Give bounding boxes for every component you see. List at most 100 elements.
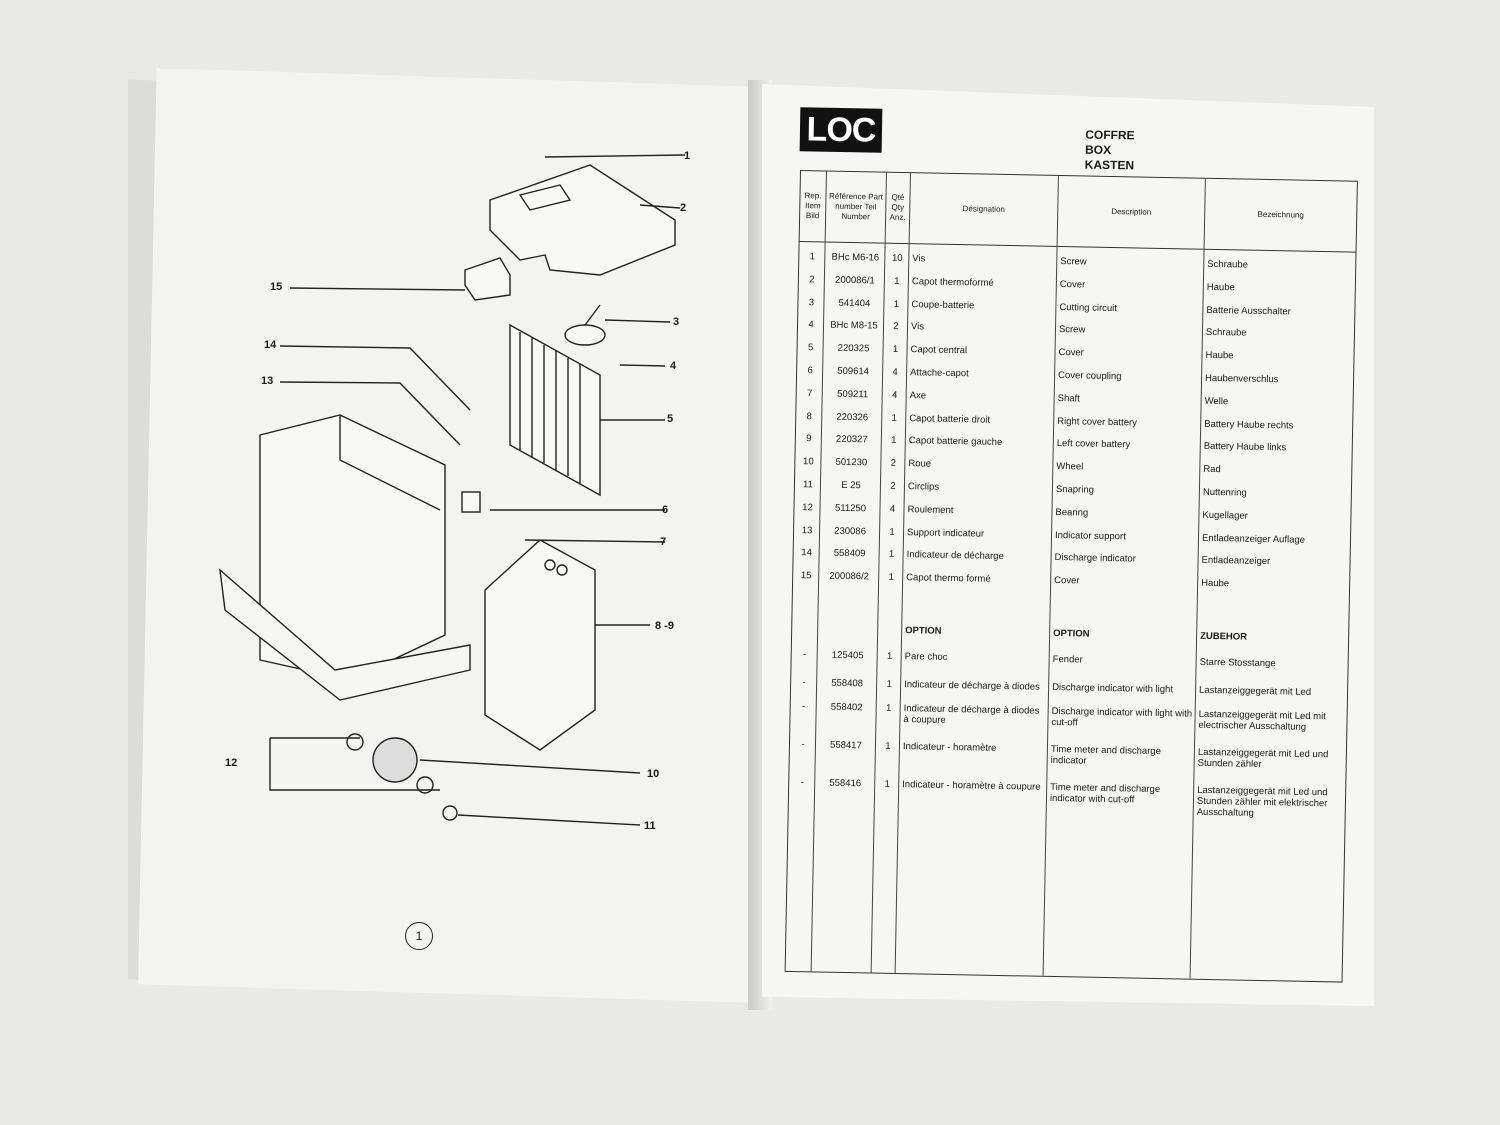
cell-reference: 509211: [837, 388, 869, 401]
callout-12: 12: [225, 757, 238, 769]
cell-qty: 4: [889, 503, 896, 515]
cell-qty: 1: [888, 549, 895, 561]
cell-reference: 558402: [830, 701, 863, 714]
parts-table: Rep. Item Bild Référence Part number Tei…: [784, 170, 1358, 983]
cell-bezeichnung: Rad: [1203, 463, 1221, 476]
cell-qty: 1: [892, 344, 899, 356]
cell-designation: Capot batterie droit: [909, 412, 991, 426]
cell-rep: 14: [801, 547, 813, 559]
cell-qty: 1: [894, 275, 900, 287]
cell-qty: 2: [890, 457, 897, 470]
cell-qty: 2: [890, 480, 896, 492]
cell-bezeichnung: Lastanzeiggegerät mit Led und Stunden zä…: [1196, 784, 1328, 819]
cell-rep: 11: [802, 479, 814, 491]
header-rep: Rep. Item Bild: [799, 171, 827, 242]
cell-qty: 1: [885, 702, 892, 714]
cell-reference: 230086: [834, 525, 867, 537]
cell-bezeichnung: Lastanzeiggegerät mit Led mit electrisch…: [1198, 708, 1326, 733]
leader-13: [279, 381, 461, 446]
header-bezeichnung: Bezeichnung: [1257, 209, 1304, 220]
grille-part: [509, 323, 601, 497]
callout-7: 7: [660, 536, 667, 548]
cell-bezeichnung: ZUBEHOR: [1200, 630, 1248, 643]
cell-description: Cover: [1059, 278, 1086, 291]
cell-reference: 558409: [833, 548, 866, 560]
cell-rep: 2: [809, 273, 815, 286]
leader-14: [279, 345, 471, 411]
cell-description: Discharge indicator with light with cut-…: [1051, 705, 1193, 729]
cell-bezeichnung: Battery Haube rechts: [1204, 418, 1294, 432]
callout-11: 11: [644, 820, 656, 832]
cell-rep: 10: [802, 456, 814, 468]
cell-description: Wheel: [1056, 461, 1084, 473]
cell-bezeichnung: Entladeanzeiger Auflage: [1201, 532, 1306, 546]
right-page: [762, 84, 1374, 1006]
callout-5: 5: [667, 413, 674, 425]
cell-qty: 1: [893, 298, 900, 310]
cell-rep: -: [801, 701, 806, 713]
leader-1: [544, 154, 686, 158]
cover-top-part: [489, 164, 676, 276]
callout-10: 10: [647, 768, 660, 780]
cell-description: Screw: [1058, 324, 1086, 336]
callout-14: 14: [264, 339, 277, 351]
cell-designation: Indicateur - horamètre à coupure: [902, 779, 1041, 793]
cell-description: Left cover battery: [1056, 438, 1131, 451]
cell-rep: -: [802, 677, 806, 689]
cell-designation: Indicateur de décharge à diodes à coupur…: [903, 703, 1040, 726]
cell-bezeichnung: Schraube: [1205, 327, 1247, 339]
cell-qty: 1: [885, 740, 891, 752]
cell-designation: Capot thermo formé: [906, 572, 991, 585]
leader-3: [604, 319, 671, 323]
cell-rep: 8: [806, 410, 813, 422]
cell-description: Time meter and discharge indicator: [1050, 743, 1162, 767]
cell-designation: Indicateur de décharge à diodes: [904, 679, 1040, 693]
cell-qty: 4: [892, 366, 898, 378]
header-qty: Qté Qty Anz.: [885, 172, 911, 244]
cell-bezeichnung: Haube: [1205, 350, 1234, 362]
header-reference: Référence Part number Teil Number: [825, 171, 887, 243]
cell-designation: Roue: [908, 458, 932, 470]
cell-description: Cover coupling: [1057, 369, 1122, 383]
wheel-part: [346, 733, 458, 821]
cell-designation: Coupe-batterie: [911, 298, 975, 311]
cell-bezeichnung: Haubenverschlus: [1204, 372, 1279, 386]
cell-description: Discharge indicator: [1054, 552, 1137, 565]
indicator-part: [461, 491, 481, 513]
cell-reference: 220325: [837, 342, 870, 355]
header-designation: Désignation: [909, 173, 1059, 246]
cell-qty: 1: [891, 435, 897, 447]
page-number: 1: [405, 922, 433, 950]
cell-description: Right cover battery: [1057, 415, 1138, 429]
cell-reference: BHc M6-16: [831, 251, 880, 264]
cell-description: Snapring: [1055, 483, 1095, 496]
cell-designation: Circlips: [907, 481, 940, 493]
cell-designation: Indicateur - horamètre: [902, 741, 997, 754]
cell-reference: 558416: [829, 777, 862, 790]
battery-box-part: [219, 414, 471, 701]
header-description: Description: [1057, 175, 1206, 249]
leader-10: [419, 759, 641, 774]
cell-description: Time meter and discharge indicator with …: [1049, 781, 1161, 806]
cell-reference: E 25: [841, 479, 861, 492]
section-titles: COFFRE BOX KASTEN: [1085, 128, 1135, 174]
cell-designation: OPTION: [905, 625, 942, 637]
bracket-part: [464, 257, 511, 301]
cell-description: Screw: [1060, 256, 1087, 268]
cell-reference: 558417: [829, 739, 862, 752]
title-en: BOX: [1084, 142, 1112, 158]
cell-reference: 220327: [835, 434, 868, 446]
callout-8-9: 8 -9: [655, 620, 674, 632]
callout-2: 2: [680, 202, 687, 214]
cell-designation: Capot batterie gauche: [908, 435, 1003, 449]
cell-description: Shaft: [1057, 392, 1080, 405]
cell-reference: 200086/1: [834, 274, 875, 287]
cell-rep: -: [802, 649, 807, 661]
callout-4: 4: [670, 360, 677, 372]
cell-designation: Indicateur de décharge: [906, 549, 1004, 563]
cell-reference: 501230: [835, 456, 868, 469]
